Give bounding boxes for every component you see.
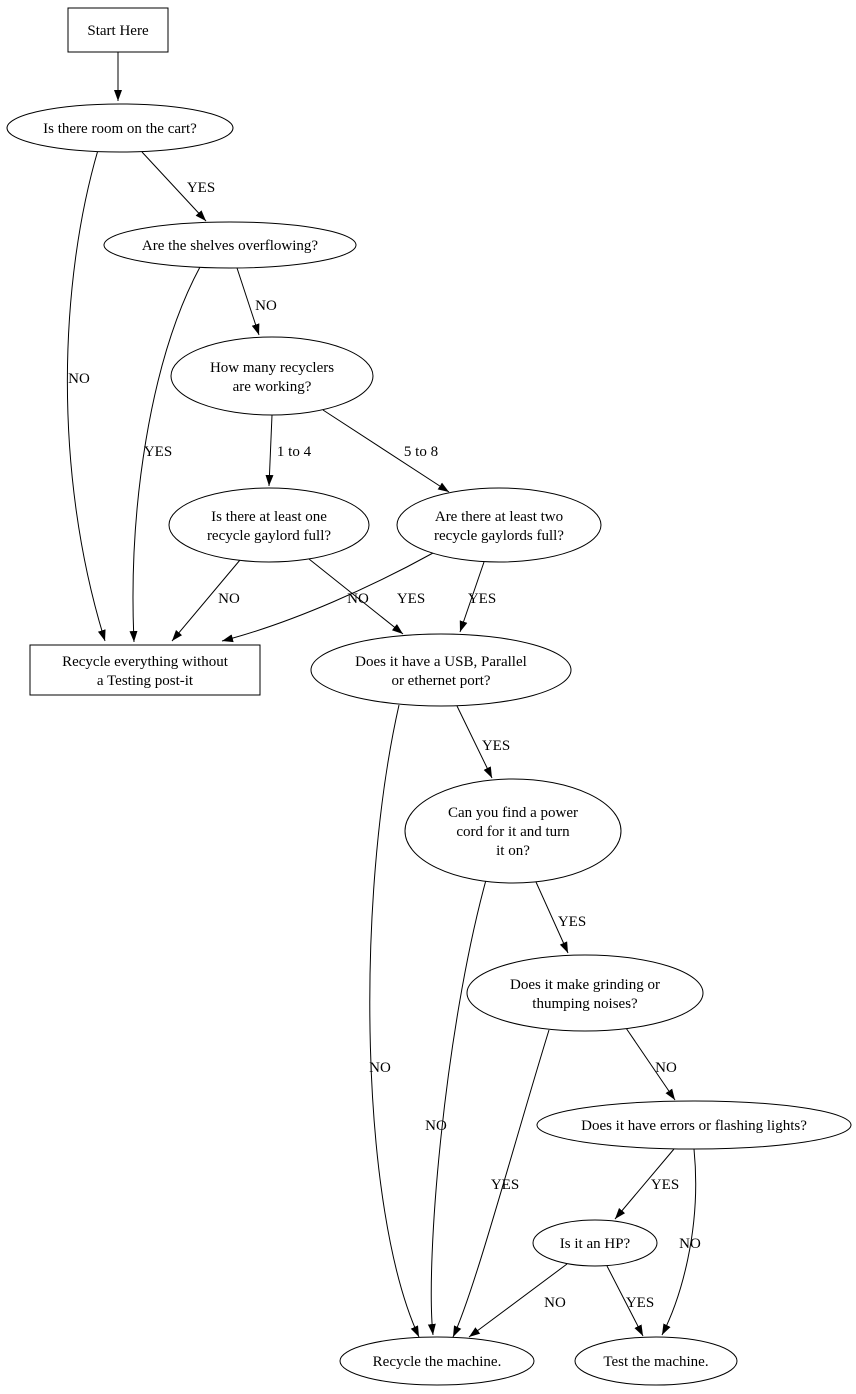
edge-errors_lights-test_machine bbox=[661, 1148, 697, 1336]
edge-one_gaylord_full-has_port bbox=[308, 558, 404, 635]
edge-grinding_noises-recycle_machine bbox=[452, 1029, 550, 1338]
errors-lights-label: Does it have errors or flashing lights? bbox=[581, 1118, 807, 1134]
two-gaylords-full-label-2: recycle gaylords full? bbox=[434, 528, 564, 544]
shelves-overflowing-ellipse bbox=[103, 221, 357, 269]
has-port-label-1: Does it have a USB, Parallel bbox=[355, 654, 527, 670]
grinding-noises-ellipse bbox=[466, 954, 704, 1032]
one-gaylord-full-label-1: Is there at least one bbox=[211, 509, 327, 525]
node-two-gaylords-full: Are there at least two recycle gaylords … bbox=[396, 487, 602, 563]
has-port-ellipse bbox=[310, 633, 572, 707]
edge-label-shelves-yes: YES bbox=[144, 444, 172, 460]
node-how-many-recyclers: How many recyclers are working? bbox=[170, 336, 374, 416]
node-shelves-overflowing: Are the shelves overflowing? bbox=[103, 221, 357, 269]
recycle-no-postit-label-2: a Testing post-it bbox=[97, 673, 194, 689]
recycle-machine-label: Recycle the machine. bbox=[373, 1354, 502, 1370]
edge-label-hp-no: NO bbox=[544, 1295, 566, 1311]
edge-layer bbox=[66, 52, 697, 1338]
start-label: Start Here bbox=[87, 23, 149, 39]
power-cord-label-2: cord for it and turn bbox=[456, 824, 570, 840]
node-grinding-noises: Does it make grinding or thumping noises… bbox=[466, 954, 704, 1032]
start-box bbox=[67, 7, 169, 53]
edge-label-errors-no: NO bbox=[679, 1236, 701, 1252]
edge-is_hp-test_machine bbox=[606, 1265, 644, 1337]
recycle-machine-ellipse bbox=[339, 1336, 535, 1386]
edge-two_gaylords_full-recycle_no_postit bbox=[221, 552, 434, 643]
edge-label-cart-yes: YES bbox=[187, 180, 215, 196]
power-cord-label-3: it on? bbox=[496, 843, 530, 859]
edge-label-errors-yes: YES bbox=[651, 1177, 679, 1193]
node-is-hp: Is it an HP? bbox=[532, 1219, 658, 1267]
edge-shelves_overflowing-recycle_no_postit bbox=[129, 266, 201, 643]
edge-shelves_overflowing-how_many_recyclers bbox=[236, 267, 260, 336]
edge-label-hp-yes: YES bbox=[626, 1295, 654, 1311]
edge-label-gaylord1-no: NO bbox=[218, 591, 240, 607]
node-power-cord: Can you find a power cord for it and tur… bbox=[404, 778, 622, 884]
edge-label-grinding-no: NO bbox=[655, 1060, 677, 1076]
node-errors-lights: Does it have errors or flashing lights? bbox=[536, 1100, 852, 1150]
edge-has_port-power_cord bbox=[456, 705, 493, 779]
node-room-on-cart: Is there room on the cart? bbox=[6, 103, 234, 153]
edge-room_on_cart-recycle_no_postit bbox=[66, 149, 106, 642]
edge-grinding_noises-errors_lights bbox=[625, 1027, 676, 1101]
edge-power_cord-grinding_noises bbox=[535, 881, 569, 954]
edge-label-grinding-yes: YES bbox=[491, 1177, 519, 1193]
is-hp-ellipse bbox=[532, 1219, 658, 1267]
edge-label-cart-no: NO bbox=[68, 371, 90, 387]
how-many-recyclers-label-2: are working? bbox=[233, 379, 312, 395]
edge-label-power-yes: YES bbox=[558, 914, 586, 930]
edge-label-power-no: NO bbox=[425, 1118, 447, 1134]
edge-is_hp-recycle_machine bbox=[468, 1263, 568, 1338]
test-machine-label: Test the machine. bbox=[603, 1354, 708, 1370]
node-one-gaylord-full: Is there at least one recycle gaylord fu… bbox=[168, 487, 370, 563]
room-on-cart-ellipse bbox=[6, 103, 234, 153]
shelves-overflowing-label: Are the shelves overflowing? bbox=[142, 238, 319, 254]
power-cord-label-1: Can you find a power bbox=[448, 805, 578, 821]
recycle-no-postit-box bbox=[29, 644, 261, 696]
room-on-cart-label: Is there room on the cart? bbox=[43, 121, 197, 137]
node-layer: Start Here Is there room on the cart? Ar… bbox=[6, 7, 852, 1386]
edge-how_many_recyclers-two_gaylords_full bbox=[322, 409, 450, 493]
edge-label-1to4: 1 to 4 bbox=[277, 444, 312, 460]
edge-two_gaylords_full-has_port bbox=[459, 561, 485, 633]
node-recycle-no-postit: Recycle everything without a Testing pos… bbox=[29, 644, 261, 696]
edge-errors_lights-is_hp bbox=[614, 1148, 675, 1220]
edge-room_on_cart-shelves_overflowing bbox=[141, 151, 207, 222]
edge-how_many_recyclers-one_gaylord_full bbox=[265, 414, 274, 487]
one-gaylord-full-ellipse bbox=[168, 487, 370, 563]
edge-label-gaylord2-yes: YES bbox=[468, 591, 496, 607]
edge-label-gaylord1-yes: YES bbox=[397, 591, 425, 607]
errors-lights-ellipse bbox=[536, 1100, 852, 1150]
recycle-no-postit-label-1: Recycle everything without bbox=[62, 654, 229, 670]
two-gaylords-full-label-1: Are there at least two bbox=[435, 509, 563, 525]
node-start: Start Here bbox=[67, 7, 169, 53]
edge-label-port-yes: YES bbox=[482, 738, 510, 754]
node-recycle-machine: Recycle the machine. bbox=[339, 1336, 535, 1386]
test-machine-ellipse bbox=[574, 1336, 738, 1386]
grinding-noises-label-1: Does it make grinding or bbox=[510, 977, 660, 993]
edge-label-port-no: NO bbox=[369, 1060, 391, 1076]
two-gaylords-full-ellipse bbox=[396, 487, 602, 563]
grinding-noises-label-2: thumping noises? bbox=[532, 996, 638, 1012]
node-has-port: Does it have a USB, Parallel or ethernet… bbox=[310, 633, 572, 707]
edge-one_gaylord_full-recycle_no_postit bbox=[171, 559, 241, 642]
edge-power_cord-recycle_machine bbox=[427, 879, 487, 1336]
has-port-label-2: or ethernet port? bbox=[391, 673, 490, 689]
how-many-recyclers-label-1: How many recyclers bbox=[210, 360, 334, 376]
node-test-machine: Test the machine. bbox=[574, 1336, 738, 1386]
how-many-recyclers-ellipse bbox=[170, 336, 374, 416]
edge-label-5to8: 5 to 8 bbox=[404, 444, 438, 460]
edge-has_port-recycle_machine bbox=[369, 704, 420, 1338]
power-cord-ellipse bbox=[404, 778, 622, 884]
edge-label-layer: YES NO NO YES 1 to 4 5 to 8 NO YES NO YE… bbox=[68, 180, 701, 1311]
one-gaylord-full-label-2: recycle gaylord full? bbox=[207, 528, 331, 544]
edge-label-shelves-no: NO bbox=[255, 298, 277, 314]
edge-label-gaylord2-no: NO bbox=[347, 591, 369, 607]
is-hp-label: Is it an HP? bbox=[560, 1236, 631, 1252]
